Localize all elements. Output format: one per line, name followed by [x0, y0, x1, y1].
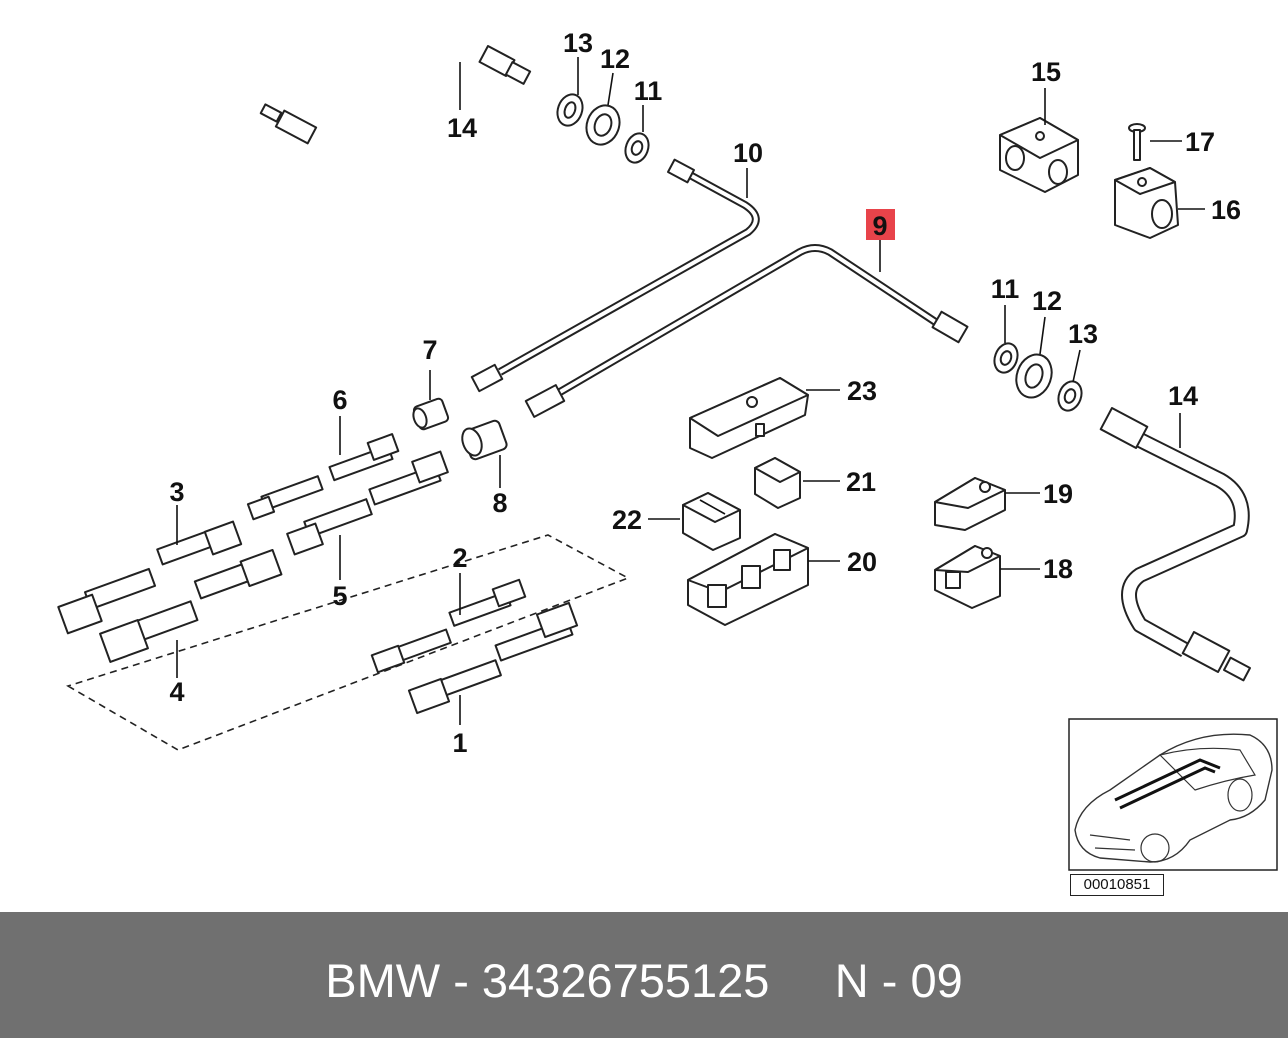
part-13-washer-upper	[556, 93, 584, 127]
selected-part-highlight	[866, 209, 895, 240]
callout-12-lower[interactable]: 12	[1032, 286, 1062, 316]
vehicle-location-thumbnail	[1068, 718, 1278, 871]
part-2-pipe	[370, 578, 527, 674]
part-1-pipe	[407, 601, 579, 715]
part-5-pipe	[286, 450, 449, 556]
part-14-brake-hose-right	[1099, 407, 1251, 682]
part-19-clip	[934, 477, 1006, 531]
part-12-grommet-lower	[1015, 353, 1053, 399]
part-18-clip	[934, 545, 1001, 609]
callout-3[interactable]: 3	[169, 477, 184, 507]
callout-22[interactable]: 22	[612, 505, 642, 535]
callout-2[interactable]: 2	[452, 543, 467, 573]
part-group-dashed-outline	[66, 534, 630, 751]
callout-6[interactable]: 6	[332, 385, 347, 415]
callout-14-lower[interactable]: 14	[1168, 381, 1198, 411]
part-11-washer-upper	[624, 132, 650, 164]
callout-4[interactable]: 4	[169, 677, 184, 707]
diagram-reference-number: 00010851	[1070, 874, 1164, 896]
callout-12-upper[interactable]: 12	[600, 44, 630, 74]
callout-18[interactable]: 18	[1043, 554, 1073, 584]
callout-23[interactable]: 23	[847, 376, 877, 406]
callout-13-upper[interactable]: 13	[563, 28, 593, 58]
part-13-washer-lower	[1057, 380, 1083, 412]
leader-lines	[176, 57, 1205, 725]
part-21-clip	[754, 457, 801, 509]
brake-line-location-marker	[1114, 758, 1221, 810]
part-8-union-nut-large	[461, 419, 508, 461]
callout-5[interactable]: 5	[332, 581, 347, 611]
part-9-brake-pipe	[524, 244, 969, 418]
callout-9[interactable]: 9	[872, 211, 887, 241]
part-23-bracket	[689, 377, 809, 459]
callout-8[interactable]: 8	[492, 488, 507, 518]
part-16-clip	[1114, 167, 1179, 239]
part-12-grommet-upper	[585, 104, 621, 146]
callout-7[interactable]: 7	[422, 335, 437, 365]
part-20-pipe-holder	[687, 533, 809, 626]
callout-labels: 13 12 11 14 10 9 15 17 16 11 12 13 14 23…	[169, 28, 1241, 758]
callout-19[interactable]: 19	[1043, 479, 1073, 509]
part-17-screw	[1128, 123, 1146, 161]
part-number-caption: BMW - 34326755125 N - 09	[325, 954, 963, 1007]
part-11-washer-lower	[993, 342, 1019, 374]
brake-line-exploded-diagram: 13 12 11 14 10 9 15 17 16 11 12 13 14 23…	[57, 21, 1278, 871]
callout-14-upper[interactable]: 14	[447, 113, 477, 143]
part-22-clip	[682, 492, 741, 551]
callout-17[interactable]: 17	[1185, 127, 1215, 157]
part-3-hose	[57, 520, 243, 635]
part-4-hose	[99, 548, 283, 663]
callout-10[interactable]: 10	[733, 138, 763, 168]
part-15-double-clip	[999, 117, 1079, 193]
part-10-brake-pipe	[470, 158, 760, 393]
callout-20[interactable]: 20	[847, 547, 877, 577]
part-6-pipe-short	[246, 433, 400, 521]
footer-bar: BMW - 34326755125 N - 09	[0, 912, 1288, 1038]
callout-11-upper[interactable]: 11	[634, 76, 663, 106]
callout-13-lower[interactable]: 13	[1068, 319, 1098, 349]
callout-15[interactable]: 15	[1031, 57, 1061, 87]
callout-21[interactable]: 21	[846, 467, 876, 497]
callout-1[interactable]: 1	[452, 728, 467, 758]
part-14-brake-hose-top	[259, 21, 532, 164]
callout-11-lower[interactable]: 11	[991, 274, 1020, 304]
callout-16[interactable]: 16	[1211, 195, 1241, 225]
part-7-union-nut-small	[412, 397, 450, 431]
